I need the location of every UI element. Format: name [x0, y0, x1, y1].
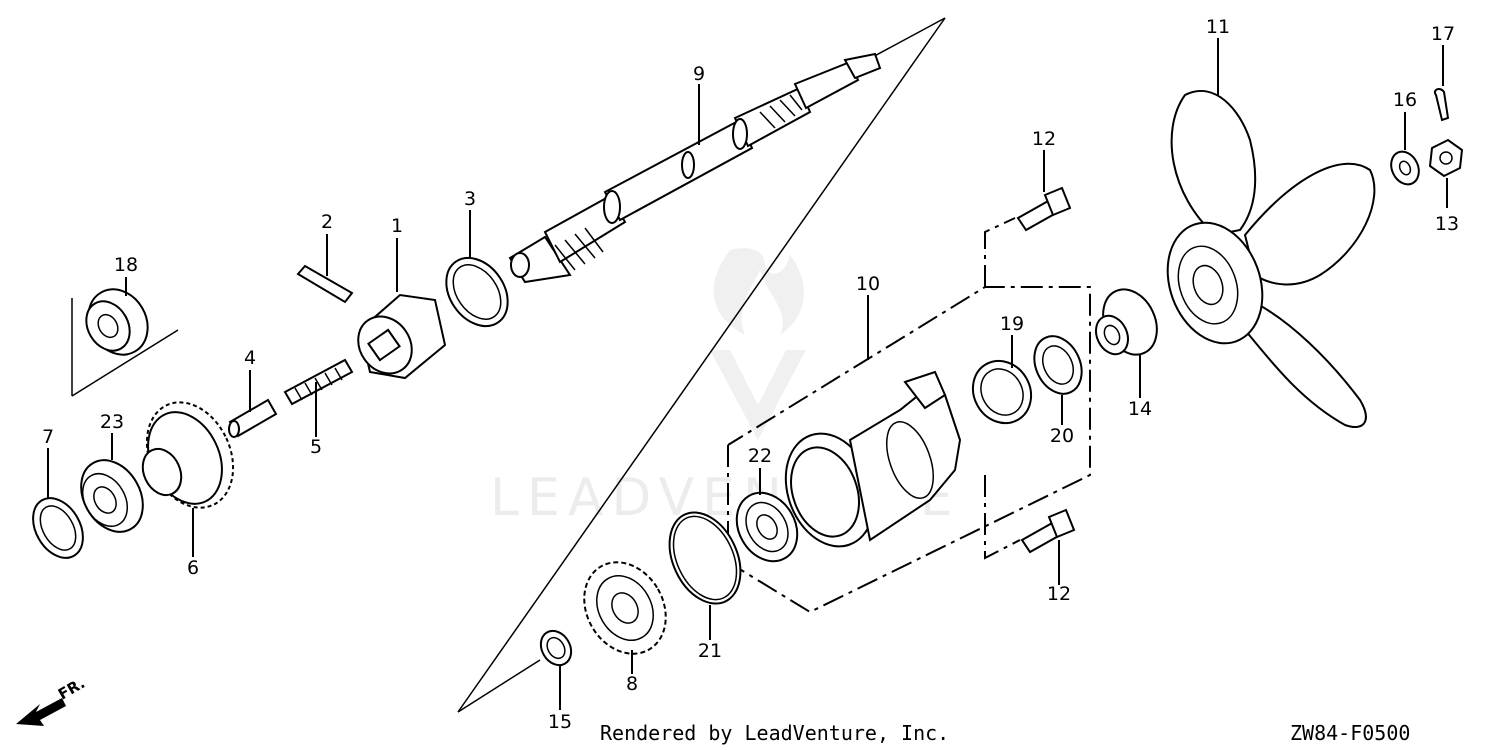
guide-lines: [71, 17, 946, 713]
callout-11: 11: [1206, 16, 1230, 38]
thrust-ring: [445, 256, 509, 328]
callout-20: 20: [1050, 425, 1074, 447]
callout-21: 21: [698, 640, 722, 662]
callout-6: 6: [187, 557, 199, 579]
propeller-shaft: [508, 52, 882, 284]
credit-text: Rendered by LeadVenture, Inc.: [600, 721, 949, 745]
forward-gear: [141, 401, 235, 509]
callout-16: 16: [1393, 89, 1417, 111]
needle-bearing: [971, 359, 1033, 425]
front-marker-label: FR.: [55, 674, 88, 703]
callouts: 1 2 3 4 5 6 7 8 9 10 11 12 12 13 14 15 1…: [42, 16, 1459, 733]
callout-19: 19: [1000, 313, 1024, 335]
thrust-washer-7: [32, 497, 84, 559]
bolt-lower: [1020, 508, 1076, 554]
shift-pin: [228, 398, 278, 438]
thrust-spacer: [1094, 288, 1158, 356]
o-ring: [668, 511, 742, 605]
callout-7: 7: [42, 426, 54, 448]
castle-nut: [1428, 138, 1464, 178]
callout-4: 4: [244, 347, 256, 369]
callout-1: 1: [391, 215, 403, 237]
propeller-washer: [1390, 150, 1420, 186]
callout-22: 22: [748, 445, 772, 467]
callout-23: 23: [100, 411, 124, 433]
cotter-pin: [1434, 88, 1450, 122]
leader-lines: [47, 38, 1448, 710]
cross-pin: [296, 264, 354, 304]
callout-10: 10: [856, 273, 880, 295]
oil-seal: [1033, 335, 1083, 395]
callout-12-upper: 12: [1032, 128, 1056, 150]
front-direction-arrow-icon: FR.: [16, 674, 88, 726]
diagram-code: ZW84-F0500: [1290, 721, 1410, 745]
callout-3: 3: [464, 188, 476, 210]
thrust-washer-15: [539, 629, 573, 667]
callout-8: 8: [626, 673, 638, 695]
bolt-upper: [1016, 186, 1072, 232]
callout-9: 9: [693, 63, 705, 85]
callout-13: 13: [1435, 213, 1459, 235]
bearing-holder: [784, 370, 962, 548]
clutch-dog: [357, 293, 447, 380]
propeller: [1166, 90, 1376, 428]
callout-17: 17: [1431, 23, 1455, 45]
callout-2: 2: [321, 211, 333, 233]
reverse-gear: [583, 561, 667, 655]
callout-15: 15: [548, 711, 572, 733]
bearing-22: [735, 491, 799, 563]
return-spring: [283, 358, 354, 406]
bearing-18: [85, 288, 149, 356]
callout-12-lower: 12: [1047, 583, 1071, 605]
callout-18: 18: [114, 254, 138, 276]
callout-5: 5: [310, 436, 322, 458]
bearing-23: [80, 459, 144, 533]
callout-14: 14: [1128, 398, 1152, 420]
